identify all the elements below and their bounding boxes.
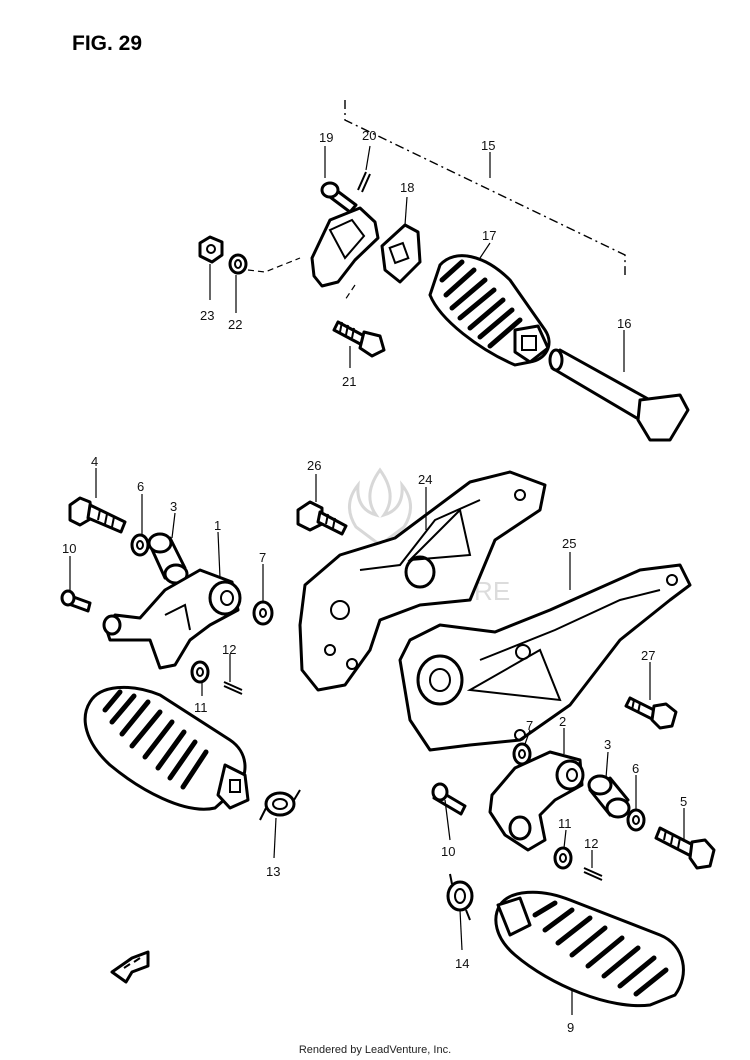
callout-22: 22 bbox=[228, 317, 242, 332]
part-27-bolt bbox=[624, 696, 678, 730]
callout-12-right: 12 bbox=[584, 836, 598, 851]
part-26-bolt bbox=[296, 500, 348, 536]
callout-13: 13 bbox=[266, 864, 280, 879]
part-19-pin bbox=[320, 181, 358, 214]
callout-6-right: 6 bbox=[632, 761, 639, 776]
part-20-cotter-pin bbox=[357, 171, 371, 193]
part-7-washer-right bbox=[512, 742, 532, 766]
figure-title: FIG. 29 bbox=[72, 32, 142, 55]
callout-21: 21 bbox=[342, 374, 356, 389]
part-10-pin-right bbox=[431, 782, 467, 816]
part-21-bolt bbox=[332, 320, 386, 358]
part-6-washer-right bbox=[626, 808, 646, 832]
part-13-spring bbox=[259, 789, 301, 821]
part-12-cotter-left bbox=[223, 681, 243, 695]
part-5-bolt bbox=[654, 826, 716, 870]
callout-12-left: 12 bbox=[222, 642, 236, 657]
part-11-washer-left bbox=[190, 660, 210, 684]
callout-7-right: 7 bbox=[526, 718, 533, 733]
part-1-footpeg-bracket bbox=[102, 568, 242, 670]
front-arrow-icon bbox=[110, 950, 150, 984]
callout-3-right: 3 bbox=[604, 737, 611, 752]
part-25-bracket-plate bbox=[398, 563, 692, 752]
callout-18: 18 bbox=[400, 180, 414, 195]
part-9-footpeg-rubber bbox=[494, 890, 685, 1008]
right-footpeg-assembly bbox=[431, 742, 716, 1008]
callout-10-left: 10 bbox=[62, 541, 76, 556]
part-11-washer-right bbox=[553, 846, 573, 870]
callout-14: 14 bbox=[455, 956, 469, 971]
footrest-assembly-15 bbox=[198, 100, 690, 442]
callout-24: 24 bbox=[418, 472, 432, 487]
callout-19: 19 bbox=[319, 130, 333, 145]
part-24-bracket-plate bbox=[298, 470, 547, 692]
callout-15: 15 bbox=[481, 138, 495, 153]
callout-25: 25 bbox=[562, 536, 576, 551]
callout-labels: 19 20 18 15 17 16 23 22 21 4 6 3 1 7 10 … bbox=[62, 128, 687, 1035]
part-6-washer-left bbox=[130, 533, 150, 557]
callout-4: 4 bbox=[91, 454, 98, 469]
callout-11-right: 11 bbox=[558, 816, 572, 831]
part-footpeg-rubber-left bbox=[83, 685, 250, 811]
part-3-bushing-left bbox=[147, 532, 189, 585]
part-22-washer bbox=[228, 253, 248, 275]
callout-23: 23 bbox=[200, 308, 214, 323]
leader-lines bbox=[69, 145, 685, 1015]
part-bracket bbox=[310, 206, 380, 288]
part-12-cotter-right bbox=[583, 867, 603, 881]
callout-7-left: 7 bbox=[259, 550, 266, 565]
callout-1: 1 bbox=[214, 518, 221, 533]
callout-20: 20 bbox=[362, 128, 376, 143]
callout-6-left: 6 bbox=[137, 479, 144, 494]
part-7-washer-left bbox=[252, 600, 274, 626]
part-4-bolt bbox=[68, 496, 127, 534]
part-23-nut bbox=[198, 235, 224, 264]
part-17-footpeg-rubber bbox=[428, 254, 551, 367]
part-3-bushing-right bbox=[587, 774, 631, 819]
part-18-plate bbox=[380, 223, 422, 284]
callout-3-left: 3 bbox=[170, 499, 177, 514]
callout-2: 2 bbox=[559, 714, 566, 729]
callout-5: 5 bbox=[680, 794, 687, 809]
callout-11-left: 11 bbox=[194, 700, 208, 715]
callout-17: 17 bbox=[482, 228, 496, 243]
callout-16: 16 bbox=[617, 316, 631, 331]
callout-27: 27 bbox=[641, 648, 655, 663]
callout-10-right: 10 bbox=[441, 844, 455, 859]
part-2-footpeg-bracket bbox=[488, 750, 585, 852]
callout-9: 9 bbox=[567, 1020, 574, 1035]
callout-26: 26 bbox=[307, 458, 321, 473]
part-16-footpeg-shaft bbox=[548, 348, 690, 442]
left-footpeg-assembly bbox=[60, 496, 301, 821]
part-10-pin-left bbox=[60, 589, 92, 613]
footer-credit: Rendered by LeadVenture, Inc. bbox=[299, 1044, 451, 1056]
